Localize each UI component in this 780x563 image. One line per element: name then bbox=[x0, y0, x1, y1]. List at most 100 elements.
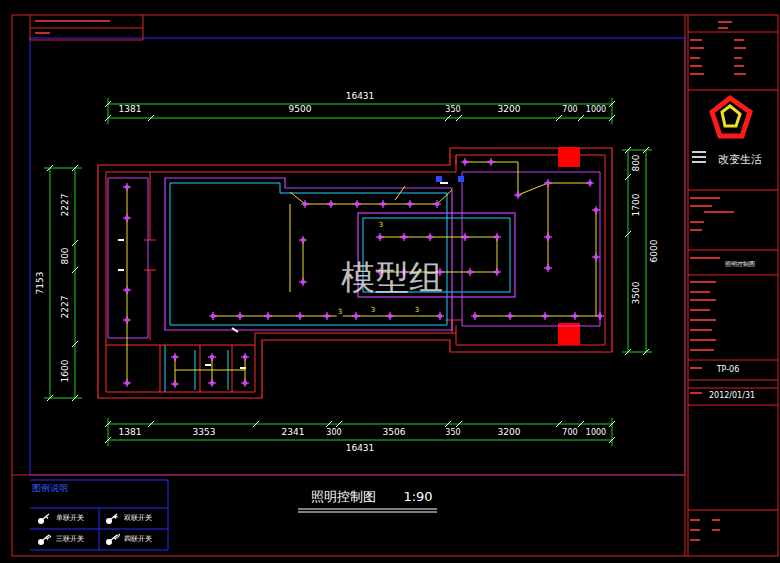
light-fixture bbox=[241, 379, 249, 387]
light-fixture bbox=[461, 233, 469, 241]
title-underline bbox=[298, 509, 437, 512]
dimension-text: 700 bbox=[561, 429, 578, 438]
light-fixture bbox=[323, 312, 331, 320]
light-fixture bbox=[592, 206, 600, 214]
dimension-text: 1700 bbox=[632, 193, 642, 218]
light-fixture bbox=[592, 253, 600, 261]
light-fixture bbox=[171, 353, 179, 361]
column bbox=[558, 147, 580, 167]
dimension-lines bbox=[44, 98, 652, 446]
light-fixture bbox=[487, 158, 495, 166]
switch-lever bbox=[111, 514, 118, 519]
date-text: 2012/01/31 bbox=[708, 392, 756, 401]
dimension-text: 2227 bbox=[61, 295, 71, 320]
light-fixture bbox=[171, 380, 179, 388]
logo-mark bbox=[712, 98, 750, 136]
switch-marks bbox=[118, 183, 448, 368]
light-fixtures bbox=[123, 158, 604, 388]
legend-item: 单联开关 bbox=[36, 512, 84, 526]
dimension-text: 2227 bbox=[61, 193, 71, 218]
light-fixture bbox=[544, 233, 552, 241]
logo-bars bbox=[692, 152, 706, 162]
legend-heading: 图例说明 bbox=[31, 484, 69, 494]
light-fixture bbox=[299, 278, 307, 286]
light-fixture bbox=[123, 214, 131, 222]
light-fixture bbox=[379, 200, 387, 208]
switch-number: 3 bbox=[378, 222, 384, 230]
light-fixture bbox=[123, 286, 131, 294]
wiring bbox=[127, 162, 600, 384]
light-fixture bbox=[123, 316, 131, 324]
dimension-text: 9500 bbox=[288, 105, 313, 115]
dimension-text: 7153 bbox=[36, 271, 46, 296]
dimension-text: 350 bbox=[444, 106, 461, 115]
dimension-text: 3353 bbox=[192, 428, 217, 438]
light-fixture bbox=[571, 312, 579, 320]
switch-box bbox=[458, 176, 464, 182]
dimension-text: 3500 bbox=[632, 281, 642, 306]
header-note-marks bbox=[35, 21, 110, 33]
frame-lines bbox=[12, 15, 685, 475]
light-fixture bbox=[426, 233, 434, 241]
light-fixture bbox=[241, 353, 249, 361]
inner-frame bbox=[30, 38, 685, 475]
light-fixture bbox=[514, 191, 522, 199]
legend-text: 单联开关 bbox=[56, 515, 84, 523]
light-fixture bbox=[466, 268, 474, 276]
light-fixture bbox=[493, 268, 501, 276]
light-fixture bbox=[586, 179, 594, 187]
brand-text: 改变生活 bbox=[717, 154, 763, 166]
light-fixture bbox=[433, 200, 441, 208]
switch-number: 3 bbox=[337, 309, 343, 317]
logo-inner bbox=[722, 106, 740, 126]
dimension-text: 16431 bbox=[345, 92, 376, 102]
partition-walls bbox=[106, 155, 462, 392]
switch-number: 3 bbox=[414, 307, 420, 315]
dimension-text: 800 bbox=[632, 153, 642, 172]
switch-box bbox=[436, 176, 442, 182]
dimension-text: 1000 bbox=[585, 106, 607, 115]
dimension-text: 3200 bbox=[497, 105, 522, 115]
light-fixture bbox=[436, 312, 444, 320]
light-fixture bbox=[264, 312, 272, 320]
dimension-text: 800 bbox=[61, 246, 71, 265]
legend-table bbox=[30, 480, 168, 550]
light-fixture bbox=[471, 312, 479, 320]
light-fixture bbox=[123, 379, 131, 387]
light-fixture bbox=[406, 200, 414, 208]
switch-lever bbox=[43, 514, 49, 519]
light-fixture bbox=[123, 183, 131, 191]
legend-text: 四联开关 bbox=[124, 536, 152, 544]
dimension-text: 6000 bbox=[650, 239, 660, 264]
light-fixture bbox=[299, 236, 307, 244]
light-fixture bbox=[541, 312, 549, 320]
light-fixture bbox=[544, 179, 552, 187]
light-fixture bbox=[296, 312, 304, 320]
title-block-lines bbox=[685, 15, 778, 556]
light-fixture bbox=[209, 312, 217, 320]
light-fixture bbox=[596, 312, 604, 320]
scale-text: 1:90 bbox=[402, 490, 433, 504]
drawing-number: TP-06 bbox=[716, 366, 741, 375]
dimension-text: 1381 bbox=[118, 105, 143, 115]
watermark: 模型组 bbox=[341, 259, 443, 296]
light-fixture bbox=[353, 200, 361, 208]
light-fixture bbox=[236, 312, 244, 320]
ceiling-line bbox=[165, 345, 228, 392]
inner-wall bbox=[106, 155, 605, 392]
light-fixture bbox=[386, 312, 394, 320]
switch-symbol bbox=[104, 533, 120, 547]
switch-symbol bbox=[36, 533, 52, 547]
ceiling-outline bbox=[462, 172, 600, 326]
dimension-text: 300 bbox=[325, 429, 342, 438]
light-fixture bbox=[208, 379, 216, 387]
switch-number: 3 bbox=[370, 307, 376, 315]
light-fixture bbox=[352, 312, 360, 320]
dimension-ticks bbox=[47, 101, 649, 443]
switch-lever bbox=[43, 535, 51, 540]
dimension-text: 16431 bbox=[345, 444, 376, 454]
light-fixture bbox=[376, 233, 384, 241]
title-block-fields bbox=[690, 22, 746, 540]
light-fixture bbox=[493, 233, 501, 241]
